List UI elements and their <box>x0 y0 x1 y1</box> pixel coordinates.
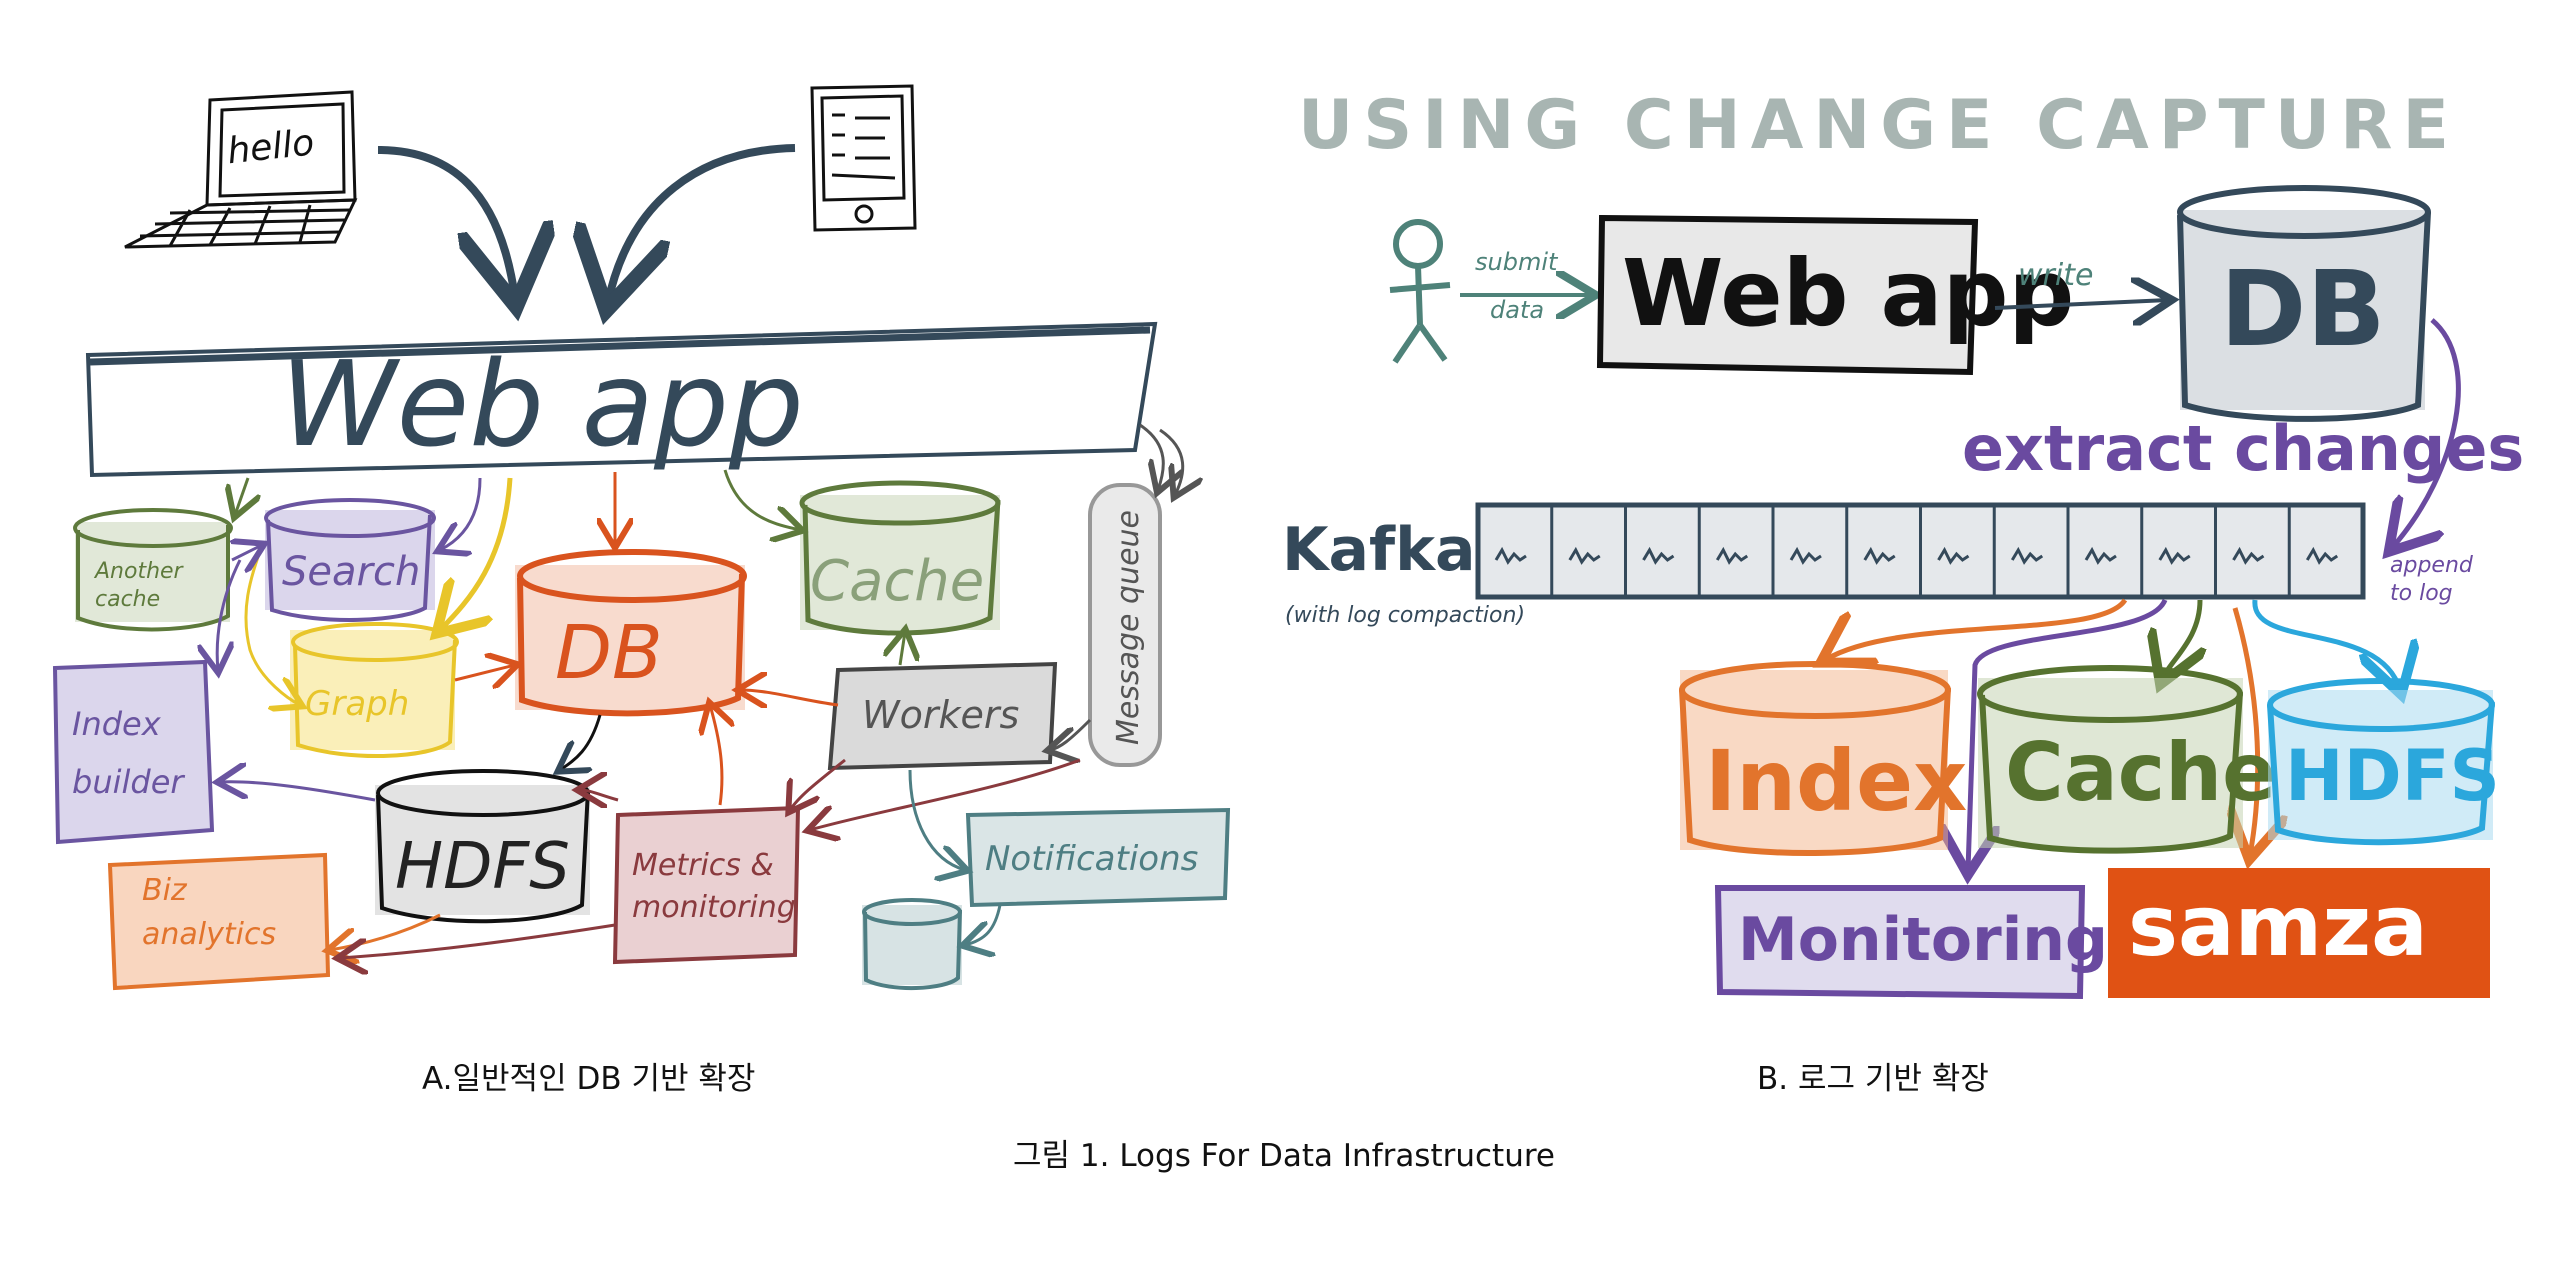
user-figure-icon <box>1389 219 1451 364</box>
write-label: write <box>2018 258 2093 293</box>
figure-caption: 그림 1. Logs For Data Infrastructure <box>1013 1138 1555 1174</box>
hdfs-label: HDFS <box>395 830 570 904</box>
kafka-log <box>1475 502 2366 600</box>
monitoring-label-right: Monitoring <box>1738 905 2108 975</box>
webapp-box: Web app <box>85 321 1158 478</box>
samza-label-right: samza <box>2128 877 2428 975</box>
log-entry-scribble <box>2010 546 2044 565</box>
arrow-webapp-to-db <box>1994 300 2168 308</box>
change-capture-heading: USING CHANGE CAPTURE <box>1298 86 2459 165</box>
notifications-node: Notifications <box>965 807 1231 908</box>
caption-a: A.일반적인 DB 기반 확장 <box>422 1061 756 1097</box>
monitoring-node-right: Monitoring <box>1714 885 2108 1000</box>
webapp-box-right: Web app <box>1596 214 2074 376</box>
message-queue-label: Message queue <box>1111 510 1146 745</box>
metrics-node: Metrics &monitoring <box>612 805 801 965</box>
arrow-phone-to-webapp <box>608 144 796 302</box>
samza-node-right: samza <box>2108 868 2490 998</box>
webapp-label-right: Web app <box>1622 240 2074 347</box>
log-entry-scribble <box>1937 546 1970 565</box>
log-entry-scribble <box>1642 546 1675 565</box>
log-entry-scribble <box>1789 546 1822 565</box>
log-entry-scribble <box>1863 546 1896 565</box>
index-label-right: Index <box>1705 732 1967 830</box>
webapp-label: Web app <box>280 335 804 473</box>
log-entry-scribble <box>2232 546 2265 565</box>
workers-label: Workers <box>862 693 1019 737</box>
log-entry-scribble <box>2305 546 2339 565</box>
kafka-note: (with log compaction) <box>1285 603 1525 628</box>
db-label: DB <box>555 610 663 696</box>
log-entry-scribble <box>2084 546 2117 565</box>
db-label-right: DB <box>2220 248 2386 370</box>
cache-node: Cache <box>799 480 1001 636</box>
laptop-icon: hello <box>124 90 358 249</box>
caption-b: B. 로그 기반 확장 <box>1757 1061 1989 1097</box>
arrow-laptop-to-webapp <box>377 146 515 298</box>
db-node-right: DB <box>2177 185 2431 422</box>
cache-label-right: Cache <box>2005 726 2276 819</box>
notifications-label: Notifications <box>985 839 1198 879</box>
extract-changes-label: extract changes <box>1962 412 2524 485</box>
laptop-screen-text: hello <box>225 122 316 172</box>
hdfs-node: HDFS <box>375 769 590 924</box>
left-arrows <box>217 423 1183 958</box>
arrow-db-to-log <box>2392 318 2461 548</box>
cache-node-right: Cache <box>1977 665 2276 854</box>
right-arrows <box>1825 598 2400 870</box>
hdfs-label-right: HDFS <box>2285 735 2500 817</box>
message-queue-node: Message queue <box>1088 483 1162 767</box>
graph-node: Graph <box>290 622 459 759</box>
log-entry-scribble <box>1494 546 1527 565</box>
search-label: Search <box>282 549 420 595</box>
index-node-right: Index <box>1679 661 1967 856</box>
search-node: Search <box>264 498 436 622</box>
phone-icon <box>810 84 917 232</box>
cache-label: Cache <box>810 549 984 614</box>
hdfs-node-right: HDFS <box>2267 678 2500 846</box>
log-entry-scribble <box>1568 546 1601 565</box>
graph-label: Graph <box>305 684 409 724</box>
metrics-label: Metrics &monitoring <box>632 848 796 925</box>
small-teal-cylinder <box>862 898 962 990</box>
log-entry-scribble <box>1715 546 1749 565</box>
workers-node: Workers <box>827 661 1058 771</box>
kafka-label: Kafka <box>1282 515 1475 585</box>
db-node: DB <box>515 549 747 717</box>
log-entry-scribble <box>2158 546 2191 565</box>
